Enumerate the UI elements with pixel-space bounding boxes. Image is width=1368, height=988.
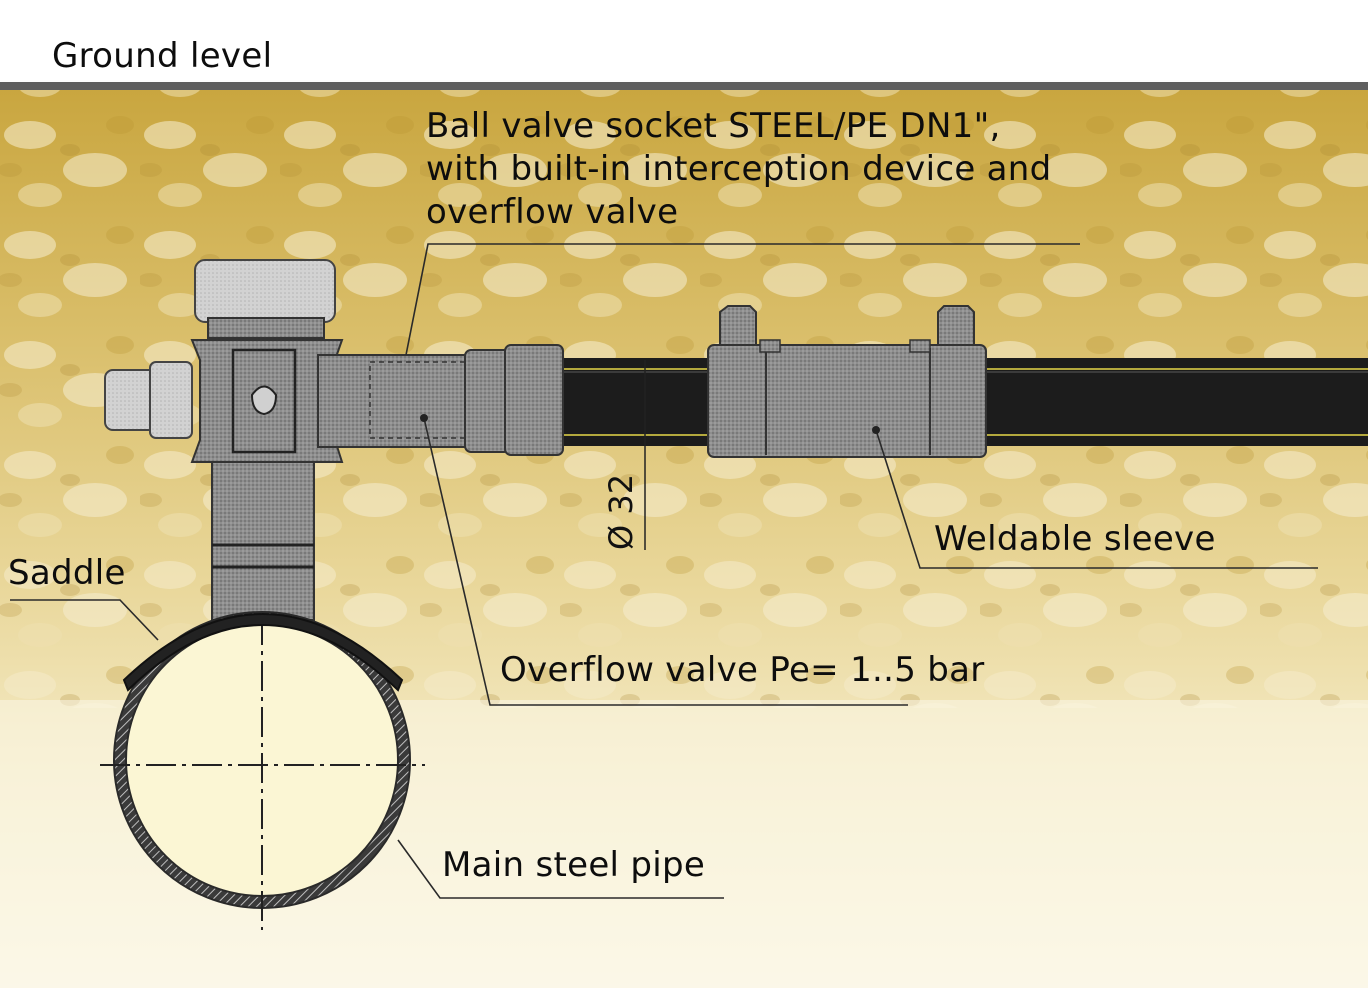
ball-valve-label-line3: overflow valve bbox=[426, 192, 679, 232]
main-steel-pipe-label: Main steel pipe bbox=[442, 845, 706, 885]
weldable-sleeve-label: Weldable sleeve bbox=[934, 519, 1216, 559]
leader-saddle bbox=[10, 599, 159, 641]
leader-weldable-sleeve bbox=[875, 429, 1318, 569]
leader-ball-valve bbox=[405, 243, 1080, 356]
leader-main-steel-pipe bbox=[397, 839, 724, 899]
overflow-valve-label: Overflow valve Pe= 1..5 bar bbox=[500, 650, 985, 690]
ball-valve-label-line2: with built-in interception device and bbox=[426, 149, 1052, 189]
leader-lines bbox=[10, 243, 1318, 899]
ground-level-label: Ground level bbox=[52, 36, 273, 76]
leader-dot-overflow bbox=[420, 414, 428, 422]
pipe-diameter-label: Ø 32 bbox=[602, 473, 640, 550]
ball-valve-socket bbox=[104, 259, 564, 463]
saddle-label: Saddle bbox=[8, 553, 126, 593]
weldable-sleeve bbox=[707, 305, 987, 458]
ground-level-line bbox=[0, 82, 1368, 90]
saddle bbox=[122, 613, 404, 692]
riser-pipe bbox=[211, 454, 315, 621]
main-steel-pipe bbox=[100, 611, 425, 930]
leader-overflow-valve bbox=[423, 417, 908, 706]
ball-valve-label-line1: Ball valve socket STEEL/PE DN1", bbox=[426, 106, 1001, 146]
leader-dot-sleeve bbox=[872, 426, 880, 434]
